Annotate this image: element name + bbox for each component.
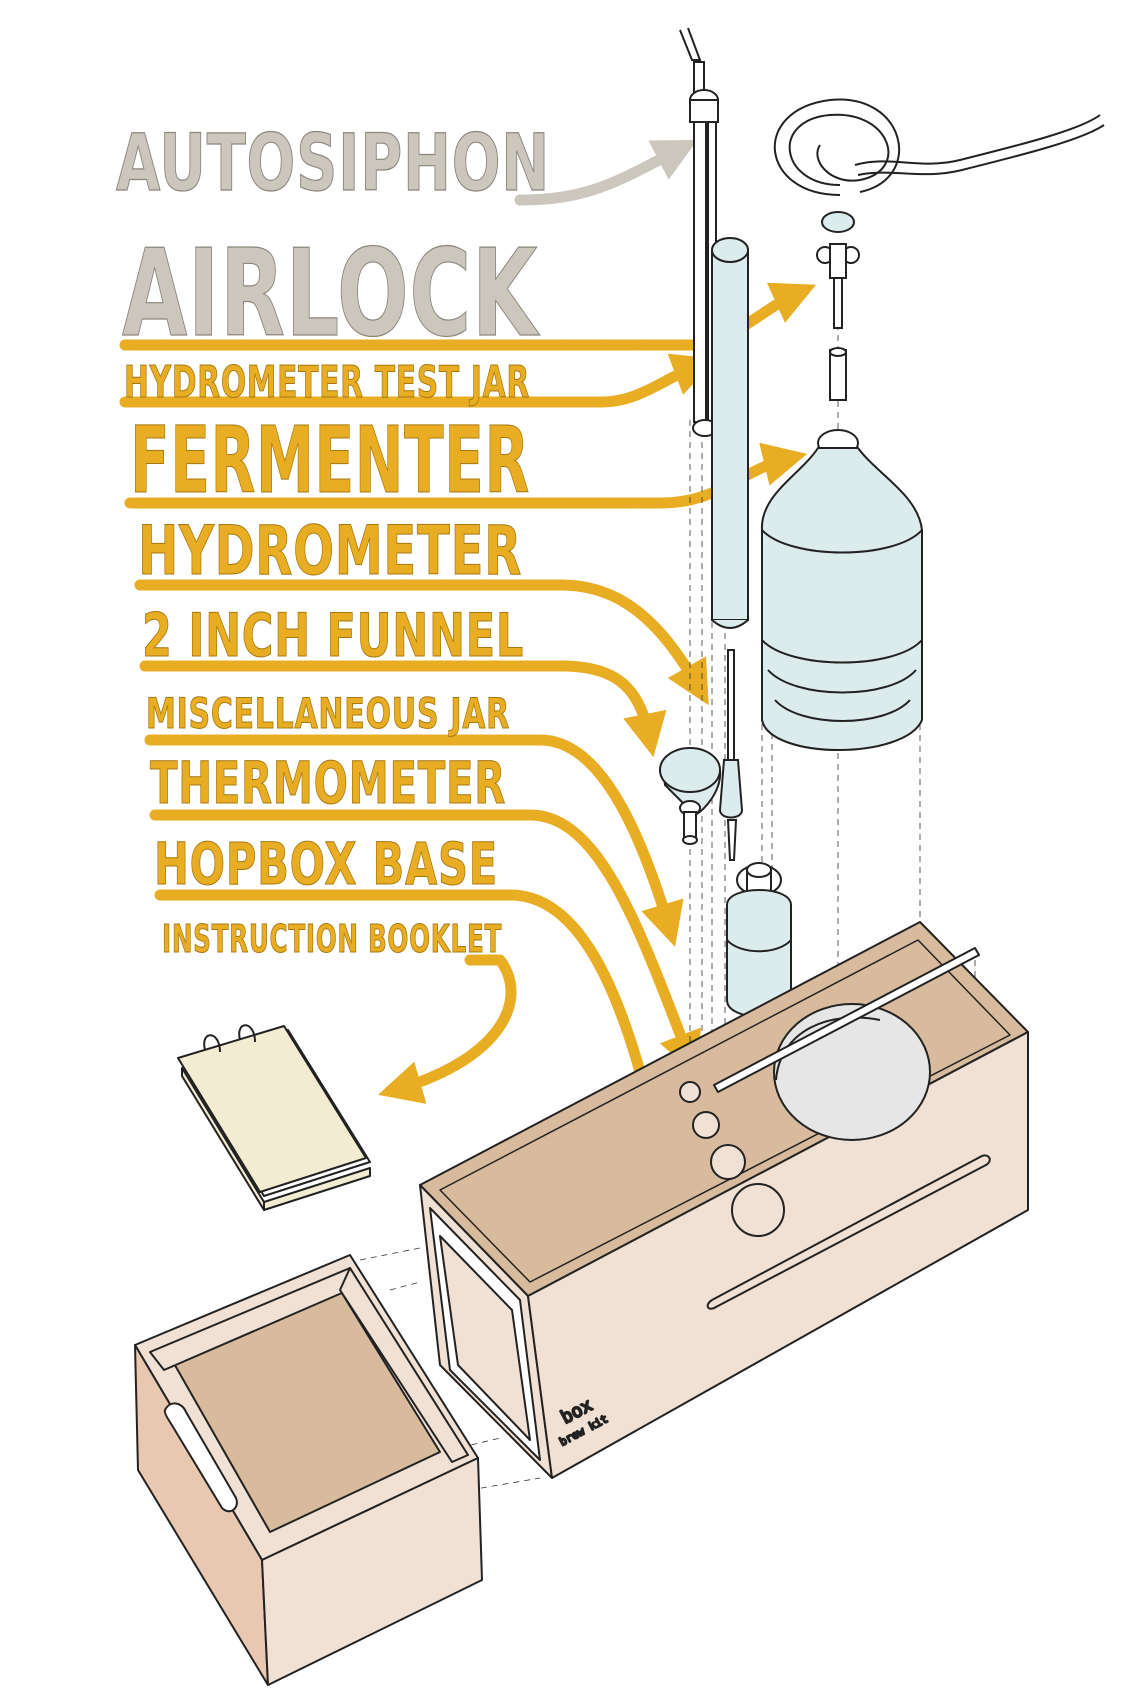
label-funnel: 2 INCH FUNNEL: [142, 601, 524, 671]
label-stack: AUTOSIPHON AIRLOCK HYDROMETER TEST JAR F…: [115, 118, 550, 961]
misc-jar-illustration: [726, 862, 792, 1018]
label-instruction-booklet: INSTRUCTION BOOKLET: [162, 917, 502, 961]
hydrometer-illustration: [718, 649, 744, 861]
arrow-funnel: [139, 660, 667, 758]
arrow-misc-jar: [144, 734, 684, 947]
airlock-illustration: [774, 98, 1105, 401]
arrow-thermometer: [149, 809, 702, 1077]
funnel-illustration: [659, 747, 722, 845]
fermenter-illustration: [760, 429, 923, 751]
label-autosiphon: AUTOSIPHON: [116, 119, 550, 209]
label-hydrometer: HYDROMETER: [138, 512, 522, 591]
arrow-autosiphon: [514, 139, 698, 206]
label-misc-jar: MISCELLANEOUS JAR: [146, 689, 510, 738]
label-airlock: AIRLOCK: [122, 225, 540, 364]
label-thermometer: THERMOMETER: [150, 749, 506, 817]
test-jar-illustration: [711, 237, 749, 629]
label-fermenter: FERMENTER: [130, 407, 530, 514]
arrow-instruction-booklet: [378, 954, 517, 1104]
booklet-illustration: [177, 1024, 371, 1211]
label-hydrometer-test-jar: HYDROMETER TEST JAR: [124, 357, 530, 408]
arrow-hydrometer: [134, 579, 709, 706]
arrow-hydrometer-test-jar: [119, 353, 717, 408]
label-hopbox-base: HOPBOX BASE: [154, 830, 498, 898]
hopbox-base-illustration: box brew kit: [419, 921, 1029, 1479]
drawer-illustration: [134, 1254, 483, 1686]
